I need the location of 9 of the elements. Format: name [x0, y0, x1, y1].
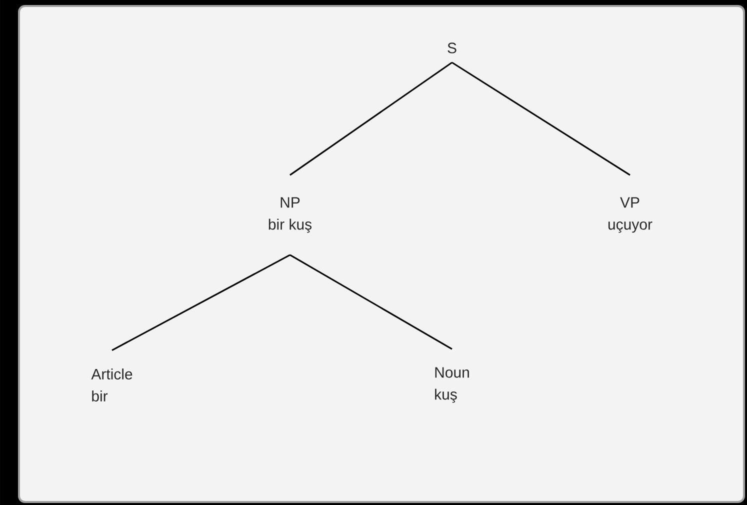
tree-node-label: S — [448, 42, 456, 54]
tree-branch — [112, 254, 290, 351]
tree-node-label: Noun kuş — [435, 367, 469, 403]
tree-branch — [452, 62, 630, 176]
tree-node-label: Article bir — [91, 368, 132, 402]
tree-branch — [290, 254, 452, 350]
tree-node-label: VP uçuyor — [608, 197, 652, 233]
tree-branch — [290, 62, 452, 176]
tree-node-label: NP bir kuş — [268, 197, 312, 233]
